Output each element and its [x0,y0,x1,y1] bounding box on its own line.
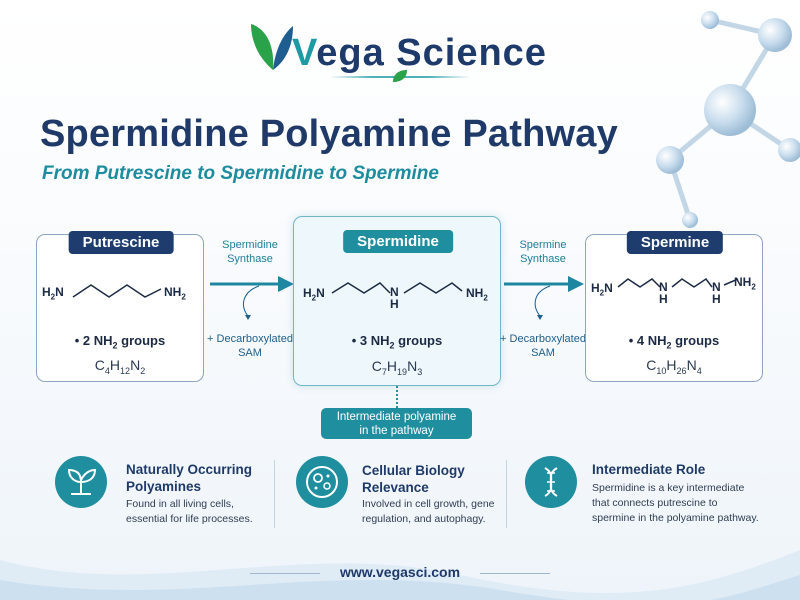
putrescine-groups: • 2 NH2 groups [74,333,166,351]
info1-text: Found in all living cells,essential for … [126,498,253,525]
dna-icon [544,467,558,497]
brand-logo: Vega Science [0,14,800,82]
spermine-left-amine: H2N [591,281,613,298]
brand-name-rest: ega Science [316,32,547,74]
footer-rule-right [480,573,550,574]
brand-name: Vega Science [292,32,547,75]
spermine-chain [617,277,739,288]
intermediate-connector [396,386,398,408]
molecule-decoration [656,11,800,228]
spermidine-left-amine: H2N [303,286,325,303]
page-subtitle: From Putrescine to Spermidine to Spermin… [42,163,439,184]
info1-icon-circle [55,456,107,508]
putrescine-card: Putrescine H2N NH2 • 2 NH2 groups C4H12N… [36,231,204,382]
footer-rule-left [250,573,320,574]
sprout-icon [67,468,97,495]
page-title: Spermidine Polyamine Pathway [40,113,618,155]
spermine-label: Spermine [626,231,724,254]
spermidine-formula: C7H19N3 [371,358,423,377]
putrescine-right-amine: NH2 [164,285,186,302]
spermine-groups: • 4 NH2 groups [628,333,720,351]
spermidine-groups: • 3 NH2 groups [351,333,443,351]
putrescine-left-amine: H2N [42,285,64,302]
putrescine-chain [72,284,162,298]
spermidine-right-amine: NH2 [466,286,488,303]
info2-icon-circle [296,456,348,508]
spermine-formula: C10H26N4 [646,357,702,376]
leaf-logo-icon [251,24,293,70]
spermine-right-amine: NH2 [734,275,756,292]
cell-icon [306,466,338,498]
step1-arrow [210,276,294,320]
spermidine-chain [331,282,463,294]
info3-icon-circle [525,456,577,508]
wave-decoration [0,550,800,600]
putrescine-label: Putrescine [68,231,174,254]
putrescine-formula: C4H12N2 [94,357,146,376]
info3-title: Intermediate Role [592,462,706,477]
info-divider-1 [274,460,275,528]
info-divider-2 [506,460,507,528]
spermidine-label: Spermidine [343,230,453,253]
footer-url[interactable]: www.vegasci.com [339,564,461,580]
small-leaf-icon [393,70,407,82]
brand-name-initial: V [292,32,317,74]
step2-arrow [504,276,584,320]
